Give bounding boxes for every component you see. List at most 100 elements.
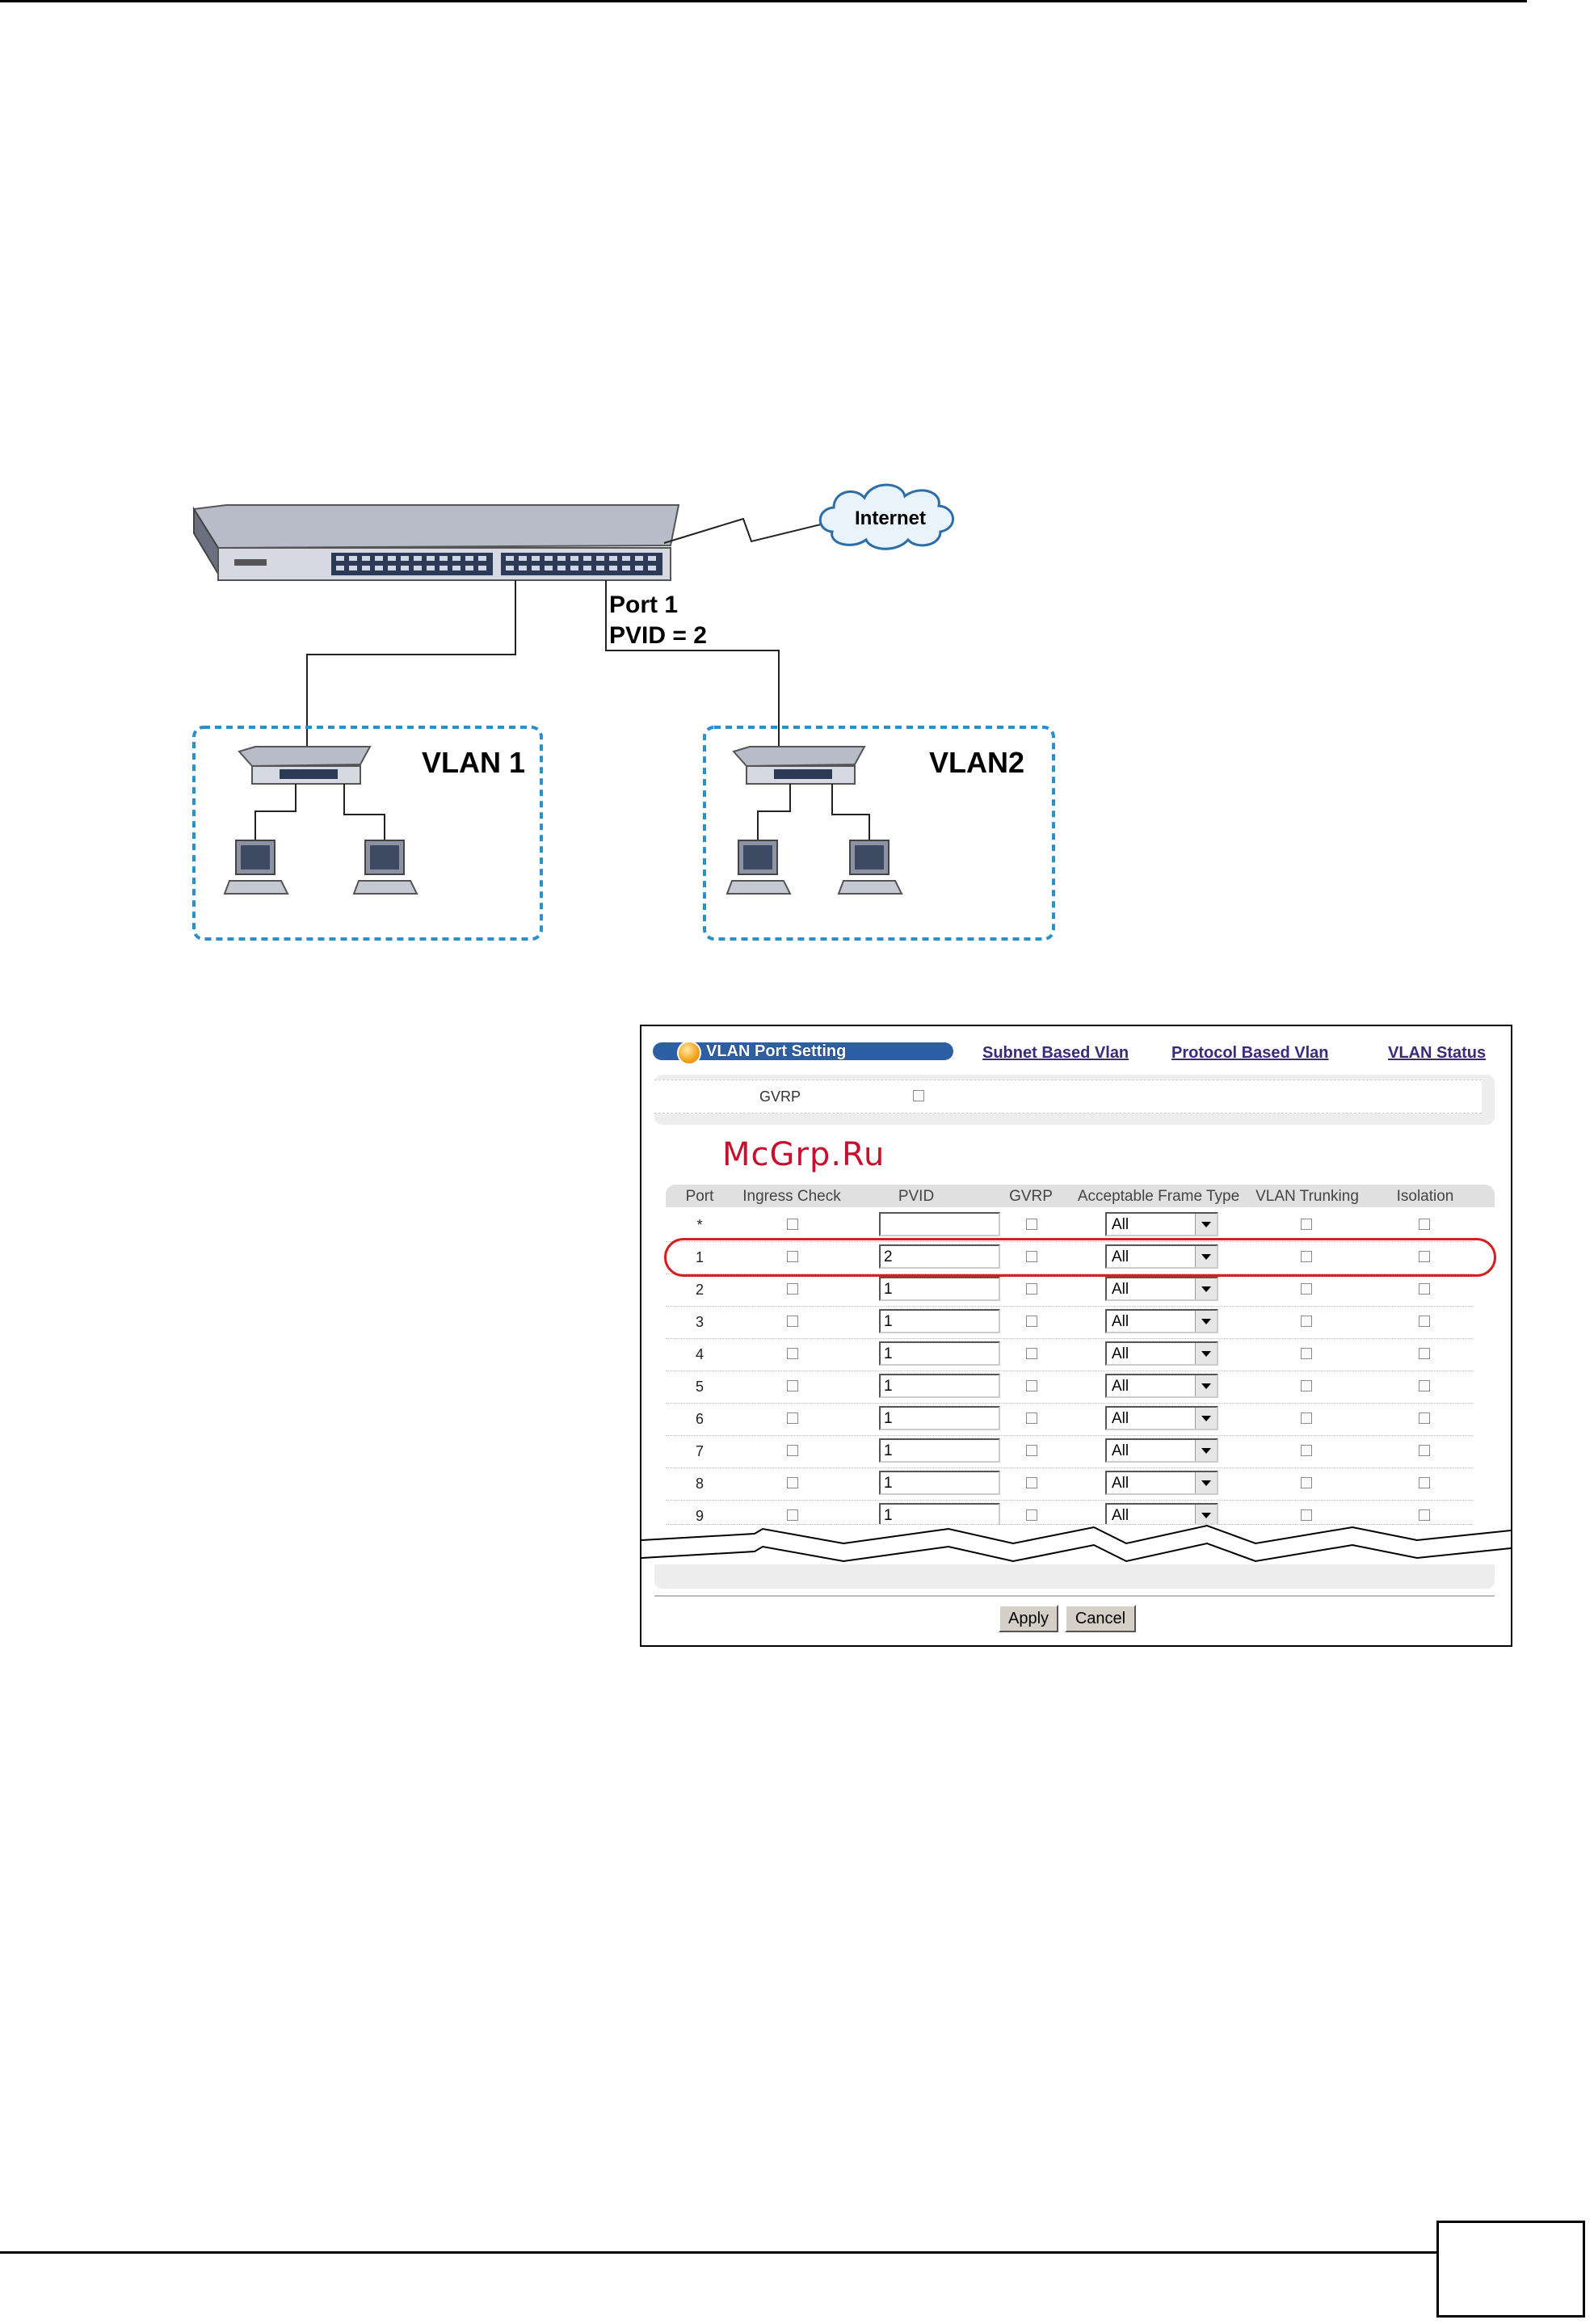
gvrp-label: GVRP <box>759 1088 801 1105</box>
isolation-checkbox[interactable] <box>1419 1283 1430 1295</box>
frame-type-select[interactable]: All <box>1105 1244 1218 1269</box>
isolation-checkbox[interactable] <box>1419 1251 1430 1262</box>
gvrp-port-checkbox[interactable] <box>1026 1380 1037 1391</box>
vlan-trunking-checkbox[interactable] <box>1301 1380 1312 1391</box>
gvrp-port-checkbox[interactable] <box>1026 1283 1037 1295</box>
table-row: *All <box>666 1209 1474 1242</box>
pvid-input[interactable]: 2 <box>879 1244 1000 1269</box>
apply-button[interactable]: Apply <box>999 1605 1058 1632</box>
port-number: 1 <box>696 1249 704 1266</box>
footer-separator <box>654 1595 1495 1597</box>
pvid-input[interactable]: 1 <box>879 1374 1000 1398</box>
vlan-trunking-checkbox[interactable] <box>1301 1219 1312 1230</box>
vlan-trunking-checkbox[interactable] <box>1301 1413 1312 1424</box>
ingress-check-checkbox[interactable] <box>787 1477 798 1488</box>
chevron-down-icon[interactable] <box>1195 1343 1217 1364</box>
table-break-mark <box>641 1511 1511 1568</box>
vlan2-pc1-line <box>758 784 790 840</box>
ingress-check-checkbox[interactable] <box>787 1316 798 1327</box>
chevron-down-icon[interactable] <box>1195 1472 1217 1493</box>
port-number: 5 <box>696 1379 704 1396</box>
pvid-label: PVID = 2 <box>609 622 707 649</box>
isolation-checkbox[interactable] <box>1419 1316 1430 1327</box>
ingress-check-checkbox[interactable] <box>787 1413 798 1424</box>
isolation-checkbox[interactable] <box>1419 1477 1430 1488</box>
pvid-input[interactable]: 1 <box>879 1438 1000 1463</box>
ingress-check-checkbox[interactable] <box>787 1380 798 1391</box>
pvid-input[interactable]: 1 <box>879 1406 1000 1430</box>
column-header-ingress-check: Ingress Check <box>742 1188 840 1206</box>
gvrp-port-checkbox[interactable] <box>1026 1348 1037 1359</box>
port-number: 4 <box>696 1346 704 1363</box>
frame-type-select[interactable]: All <box>1105 1309 1218 1333</box>
frame-type-select[interactable]: All <box>1105 1438 1218 1463</box>
table-row: 2 1 All <box>666 1274 1474 1307</box>
vlan-trunking-checkbox[interactable] <box>1301 1445 1312 1456</box>
pvid-input[interactable]: 1 <box>879 1277 1000 1301</box>
isolation-checkbox[interactable] <box>1419 1380 1430 1391</box>
frame-type-select[interactable]: All <box>1105 1341 1218 1366</box>
vlan-trunking-checkbox[interactable] <box>1301 1316 1312 1327</box>
gvrp-port-checkbox[interactable] <box>1026 1413 1037 1424</box>
column-header-isolation: Isolation <box>1397 1188 1454 1206</box>
pvid-input[interactable] <box>879 1212 1000 1236</box>
ingress-check-checkbox[interactable] <box>787 1219 798 1230</box>
isolation-checkbox[interactable] <box>1419 1413 1430 1424</box>
gvrp-port-checkbox[interactable] <box>1026 1219 1037 1230</box>
chevron-down-icon[interactable] <box>1195 1246 1217 1267</box>
vlan-trunking-checkbox[interactable] <box>1301 1251 1312 1262</box>
frame-type-select[interactable]: All <box>1105 1374 1218 1398</box>
vlan1-pc1-icon <box>225 840 288 894</box>
chevron-down-icon[interactable] <box>1195 1278 1217 1299</box>
table-row: 1 2 All <box>666 1241 1474 1274</box>
frame-type-select[interactable]: All <box>1105 1212 1218 1236</box>
chevron-down-icon[interactable] <box>1195 1375 1217 1396</box>
port-number: 2 <box>696 1282 704 1299</box>
chevron-down-icon[interactable] <box>1195 1214 1217 1235</box>
top-rule <box>0 0 1527 2</box>
ingress-check-checkbox[interactable] <box>787 1445 798 1456</box>
frame-type-select[interactable]: All <box>1105 1471 1218 1495</box>
pvid-input[interactable]: 1 <box>879 1471 1000 1495</box>
bottom-rule <box>0 2251 1436 2254</box>
core-switch-icon <box>194 505 679 580</box>
ingress-check-checkbox[interactable] <box>787 1348 798 1359</box>
port-number: 3 <box>696 1314 704 1331</box>
gvrp-checkbox[interactable] <box>913 1090 924 1101</box>
vlan2-switch-icon <box>734 747 864 784</box>
gvrp-port-checkbox[interactable] <box>1026 1316 1037 1327</box>
isolation-checkbox[interactable] <box>1419 1445 1430 1456</box>
subnet-based-vlan-link[interactable]: Subnet Based Vlan <box>982 1044 1129 1063</box>
frame-type-select[interactable]: All <box>1105 1277 1218 1301</box>
table-row: 3 1 All <box>666 1306 1474 1339</box>
vlan-status-link[interactable]: VLAN Status <box>1388 1044 1486 1063</box>
column-header-pvid: PVID <box>898 1188 934 1206</box>
internet-link-line <box>664 519 824 543</box>
vlan-trunking-checkbox[interactable] <box>1301 1283 1312 1295</box>
chevron-down-icon[interactable] <box>1195 1408 1217 1429</box>
frame-type-value: All <box>1112 1216 1129 1233</box>
protocol-based-vlan-link[interactable]: Protocol Based Vlan <box>1171 1044 1329 1063</box>
vlan-network-diagram: Internet Port 1 PVID = 2 VLAN 1 <box>178 453 1083 954</box>
isolation-checkbox[interactable] <box>1419 1219 1430 1230</box>
ingress-check-checkbox[interactable] <box>787 1251 798 1262</box>
gvrp-port-checkbox[interactable] <box>1026 1477 1037 1488</box>
gvrp-port-checkbox[interactable] <box>1026 1445 1037 1456</box>
ingress-check-checkbox[interactable] <box>787 1283 798 1295</box>
chevron-down-icon[interactable] <box>1195 1440 1217 1461</box>
cancel-button[interactable]: Cancel <box>1065 1605 1136 1632</box>
vlan-trunking-checkbox[interactable] <box>1301 1477 1312 1488</box>
chevron-down-icon[interactable] <box>1195 1311 1217 1332</box>
vlan2-pc2-line <box>832 784 869 840</box>
frame-type-select[interactable]: All <box>1105 1406 1218 1430</box>
page-title-bar: VLAN Port Setting <box>653 1042 953 1060</box>
pvid-input[interactable]: 1 <box>879 1341 1000 1366</box>
vlan2-label: VLAN2 <box>929 746 1024 779</box>
isolation-checkbox[interactable] <box>1419 1348 1430 1359</box>
pvid-input[interactable]: 1 <box>879 1309 1000 1333</box>
column-header-frame-type: Acceptable Frame Type <box>1078 1188 1239 1206</box>
status-orb-icon <box>677 1041 701 1065</box>
vlan2-pc1-icon <box>727 840 790 894</box>
gvrp-port-checkbox[interactable] <box>1026 1251 1037 1262</box>
vlan-trunking-checkbox[interactable] <box>1301 1348 1312 1359</box>
